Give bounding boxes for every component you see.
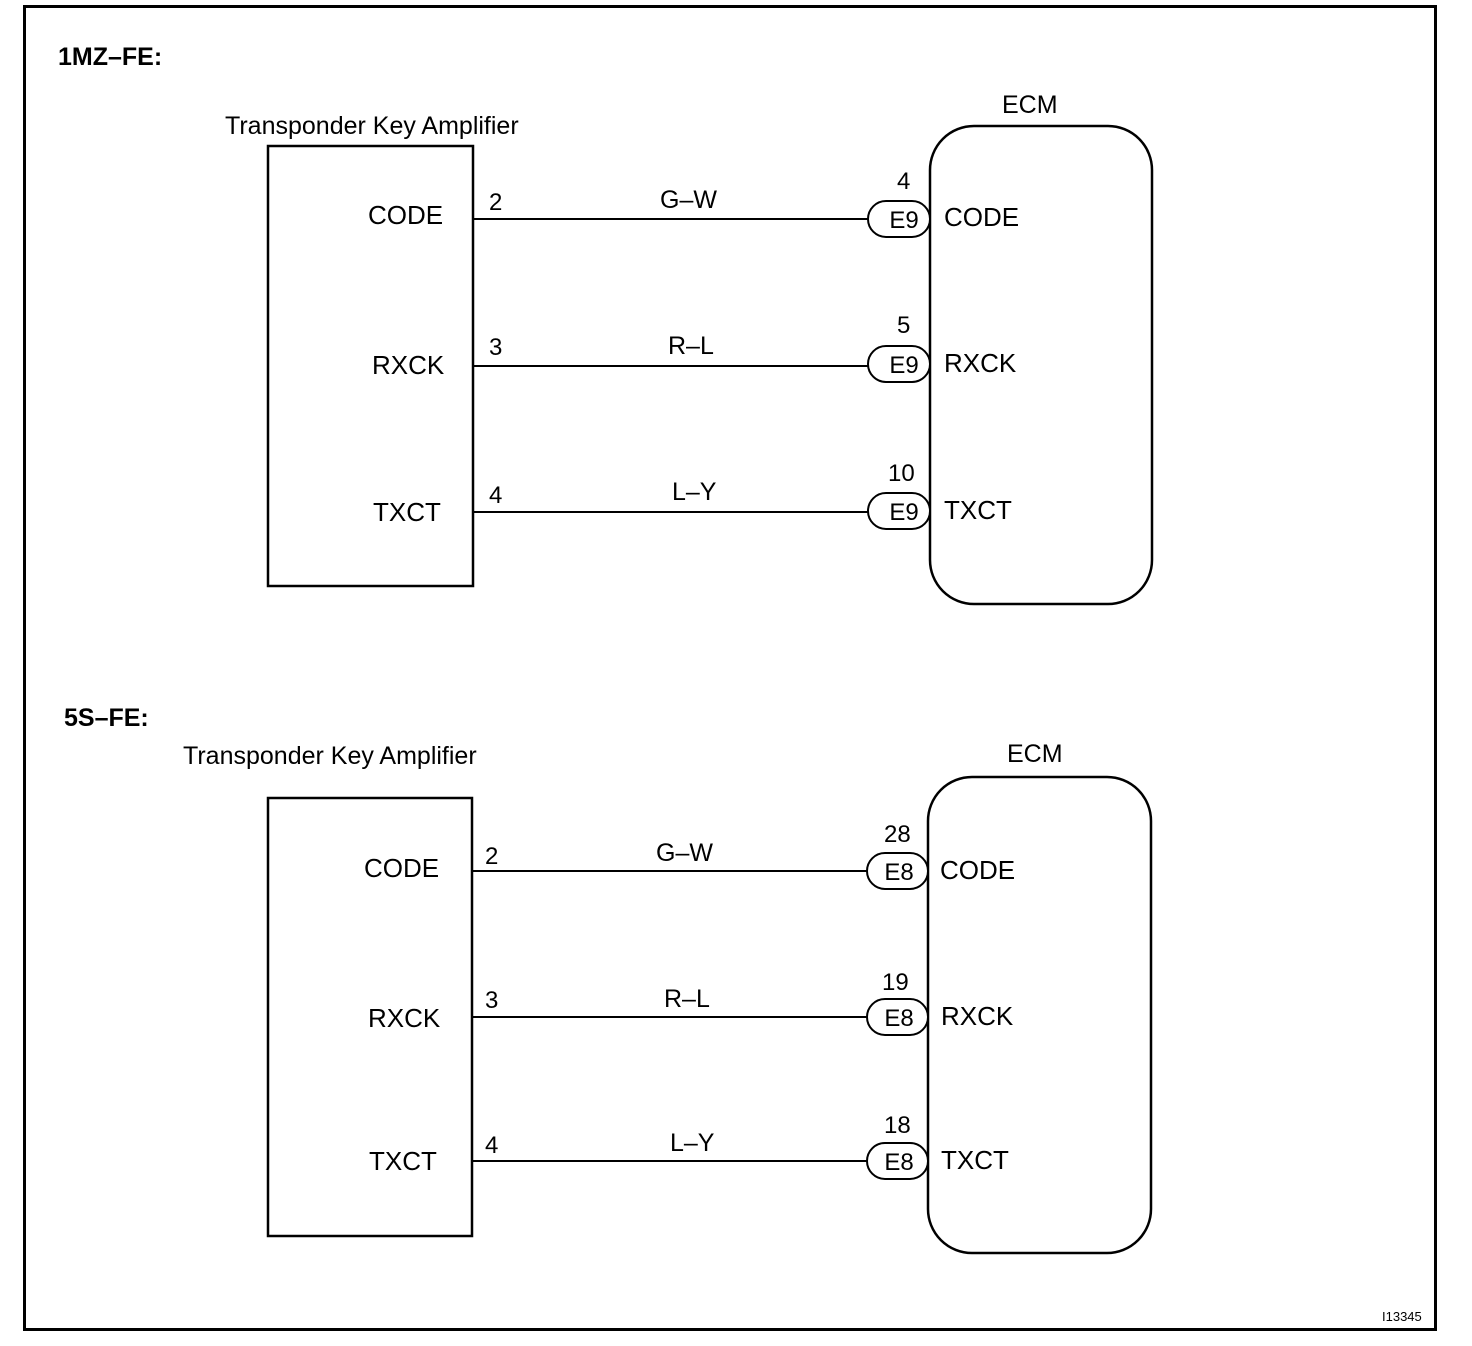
- amplifier-signal-label: RXCK: [372, 350, 445, 380]
- connector-id: E8: [884, 859, 913, 886]
- ecm-signal-label: TXCT: [944, 495, 1012, 525]
- amplifier-signal-label: CODE: [368, 200, 443, 230]
- wire-rxck: RXCK 3 R–L 19 E8 RXCK: [368, 969, 1014, 1036]
- ecm-pin-number: 28: [884, 821, 911, 848]
- amplifier-pin-number: 2: [485, 843, 498, 870]
- connector-id: E9: [889, 352, 918, 379]
- figure-reference: I13345: [1382, 1309, 1422, 1324]
- connector-badge: [867, 200, 931, 238]
- ecm-pin-number: 5: [897, 312, 910, 339]
- wire-color-label: R–L: [668, 332, 714, 360]
- ecm-signal-label: CODE: [944, 202, 1019, 232]
- connector-id: E8: [884, 1149, 913, 1176]
- ecm-signal-label: RXCK: [944, 348, 1017, 378]
- amplifier-pin-number: 4: [489, 482, 502, 509]
- wire-color-label: G–W: [660, 186, 717, 214]
- wire-color-label: G–W: [656, 839, 713, 867]
- connector-badge: [866, 1142, 929, 1180]
- amplifier-pin-number: 3: [489, 334, 502, 361]
- wire-code: CODE 2 G–W 28 E8 CODE: [364, 821, 1015, 890]
- connector-id: E8: [884, 1005, 913, 1032]
- wire-code: CODE 2 G–W 4 E9 CODE: [368, 168, 1019, 238]
- ecm-pin-number: 18: [884, 1112, 911, 1139]
- amplifier-pin-number: 4: [485, 1132, 498, 1159]
- amplifier-pin-number: 3: [485, 987, 498, 1014]
- section-1mz-fe: 1MZ–FE: Transponder Key Amplifier ECM CO…: [58, 43, 1154, 606]
- connector-id: E9: [889, 499, 918, 526]
- connector-badge: [866, 998, 929, 1036]
- diagram-frame: [23, 5, 1437, 1331]
- wire-txct: TXCT 4 L–Y 10 E9 TXCT: [373, 460, 1012, 530]
- wire-txct: TXCT 4 L–Y 18 E8 TXCT: [369, 1112, 1009, 1180]
- connector-id: E9: [889, 207, 918, 234]
- amplifier-signal-label: CODE: [364, 853, 439, 883]
- ecm-signal-label: CODE: [940, 855, 1015, 885]
- wire-color-label: L–Y: [670, 1129, 715, 1157]
- amplifier-signal-label: RXCK: [368, 1003, 441, 1033]
- amplifier-signal-label: TXCT: [373, 497, 441, 527]
- ecm-title: ECM: [1002, 91, 1058, 119]
- amplifier-signal-label: TXCT: [369, 1146, 437, 1176]
- ecm-title: ECM: [1007, 740, 1063, 768]
- wire-rxck: RXCK 3 R–L 5 E9 RXCK: [372, 312, 1017, 383]
- amplifier-pin-number: 2: [489, 189, 502, 216]
- amplifier-title: Transponder Key Amplifier: [225, 112, 519, 140]
- ecm-signal-label: RXCK: [941, 1001, 1014, 1031]
- connector-badge: [867, 492, 931, 530]
- engine-label: 5S–FE:: [64, 704, 149, 732]
- connector-badge: [866, 852, 929, 890]
- ecm-pin-number: 4: [897, 168, 910, 195]
- ecm-signal-label: TXCT: [941, 1145, 1009, 1175]
- wire-color-label: L–Y: [672, 478, 717, 506]
- wire-color-label: R–L: [664, 985, 710, 1013]
- ecm-pin-number: 19: [882, 969, 909, 996]
- engine-label: 1MZ–FE:: [58, 43, 162, 71]
- section-5s-fe: 5S–FE: Transponder Key Amplifier ECM COD…: [64, 704, 1153, 1255]
- amplifier-title: Transponder Key Amplifier: [183, 742, 477, 770]
- ecm-pin-number: 10: [888, 460, 915, 487]
- connector-badge: [867, 345, 931, 383]
